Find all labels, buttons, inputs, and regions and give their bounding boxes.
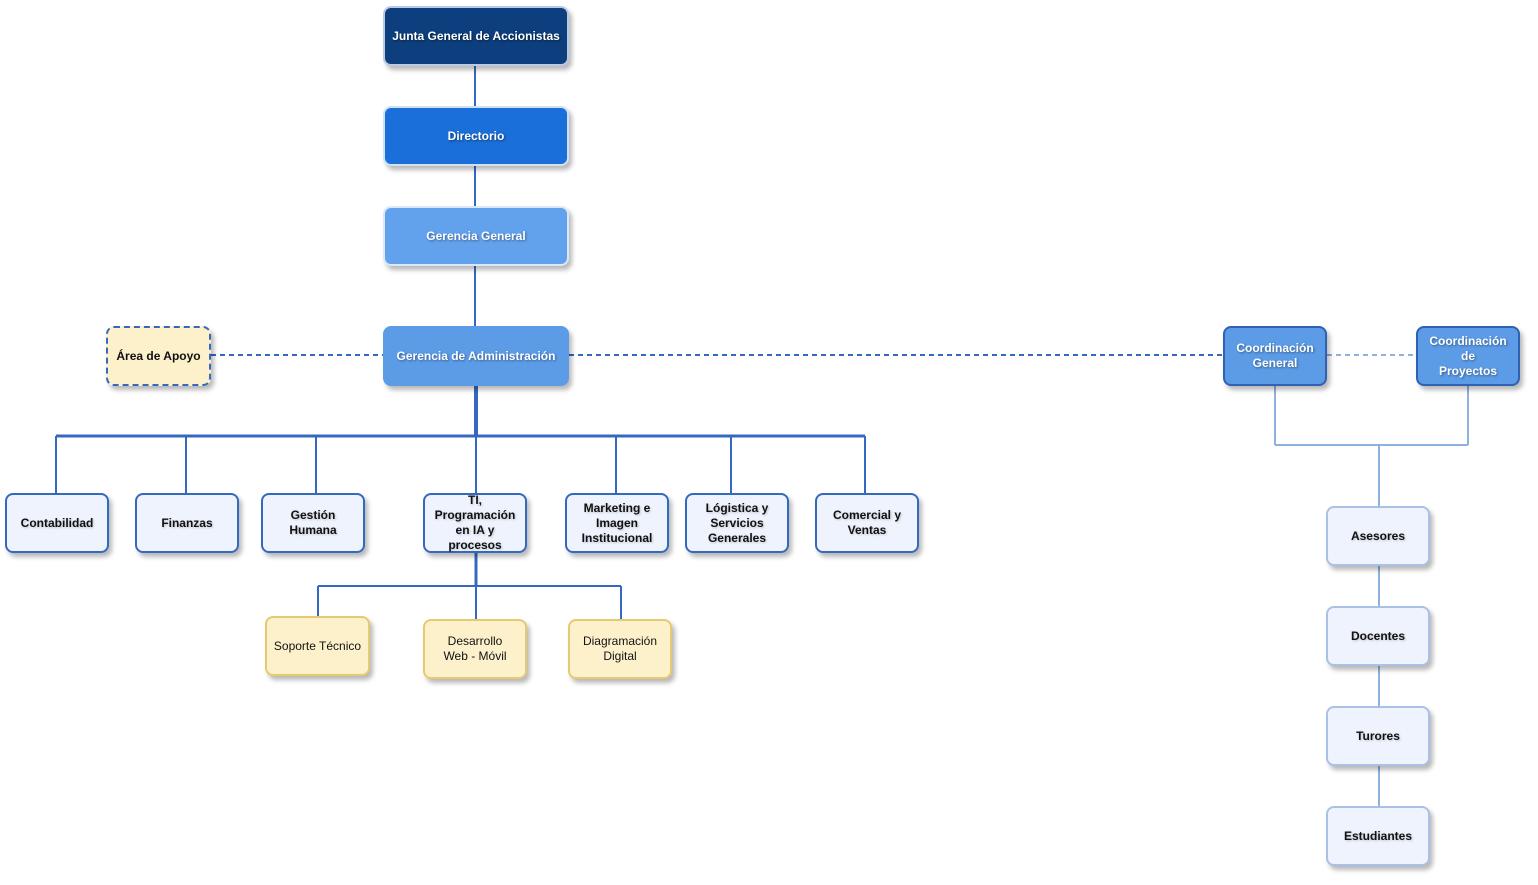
node-label: Diagramación Digital xyxy=(582,634,658,663)
node-junta-general: Junta General de Accionistas xyxy=(383,6,569,66)
node-ti-programacion: TI, Programación en IA y procesos xyxy=(423,493,527,553)
node-finanzas: Finanzas xyxy=(135,493,239,553)
node-comercial: Comercial y Ventas xyxy=(815,493,919,553)
node-label: Gerencia General xyxy=(426,228,526,243)
node-label: Soporte Técnico xyxy=(273,638,362,653)
node-label: Docentes xyxy=(1350,628,1406,643)
node-gestion-humana: Gestión Humana xyxy=(261,493,365,553)
node-coordinacion-proyectos: Coordinación de Proyectos xyxy=(1416,326,1520,386)
node-label: Área de Apoyo xyxy=(116,348,201,363)
node-docentes: Docentes xyxy=(1326,606,1430,666)
node-label: Coordinación de Proyectos xyxy=(1429,333,1507,378)
node-directorio: Directorio xyxy=(383,106,569,166)
node-label: Gestión Humana xyxy=(289,508,337,537)
node-logistica: Lógistica y Servicios Generales xyxy=(685,493,789,553)
node-soporte-tecnico: Soporte Técnico xyxy=(265,616,370,676)
node-asesores: Asesores xyxy=(1326,506,1430,566)
node-label: Directorio xyxy=(447,128,505,143)
node-area-apoyo: Área de Apoyo xyxy=(106,326,211,386)
node-label: Gerencia de Administración xyxy=(396,348,556,363)
node-label: Contabilidad xyxy=(20,515,94,530)
node-label: Marketing e Imagen Institucional xyxy=(581,500,653,545)
node-label: Turores xyxy=(1356,728,1400,743)
node-label: Coordinación General xyxy=(1236,341,1314,370)
node-diagramacion-digital: Diagramación Digital xyxy=(568,619,672,679)
node-contabilidad: Contabilidad xyxy=(5,493,109,553)
node-label: Desarrollo Web - Móvil xyxy=(443,634,507,663)
node-label: Comercial y Ventas xyxy=(832,508,902,537)
node-gerencia-general: Gerencia General xyxy=(383,206,569,266)
node-label: Junta General de Accionistas xyxy=(392,28,560,43)
node-label: Lógistica y Servicios Generales xyxy=(705,500,769,545)
node-label: Asesores xyxy=(1350,528,1406,543)
node-estudiantes: Estudiantes xyxy=(1326,806,1430,866)
node-turores: Turores xyxy=(1326,706,1430,766)
node-label: Finanzas xyxy=(161,515,213,530)
node-label: Estudiantes xyxy=(1343,828,1412,843)
node-coordinacion-general: Coordinación General xyxy=(1223,326,1327,386)
node-gerencia-administracion: Gerencia de Administración xyxy=(383,326,569,386)
node-desarrollo-web-movil: Desarrollo Web - Móvil xyxy=(423,619,527,679)
node-marketing: Marketing e Imagen Institucional xyxy=(565,493,669,553)
node-label: TI, Programación en IA y procesos xyxy=(434,493,516,552)
